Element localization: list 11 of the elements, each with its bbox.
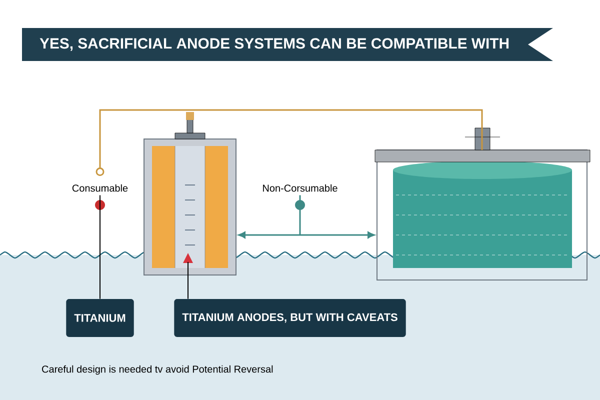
annotation-label: Consumable bbox=[72, 184, 128, 192]
annotation-label: Non-Corsumable bbox=[263, 184, 338, 192]
connector bbox=[96, 168, 104, 176]
label-box: TITANIUM bbox=[66, 299, 134, 337]
cathode-tank-drawing bbox=[374, 128, 590, 280]
connector bbox=[238, 232, 375, 238]
label-box: TITANIUM ANODES, BUT WITH CAVEATS bbox=[174, 299, 406, 337]
anode-tank-drawing bbox=[144, 112, 236, 276]
note-text: Careful design is needed tv avoid Potential Reversal bbox=[42, 365, 273, 375]
title-banner: YES, SACRIFICIAL ANODE SYSTEMS CAN BE COMPATIBLE WITH bbox=[22, 28, 553, 61]
connector bbox=[299, 195, 301, 235]
